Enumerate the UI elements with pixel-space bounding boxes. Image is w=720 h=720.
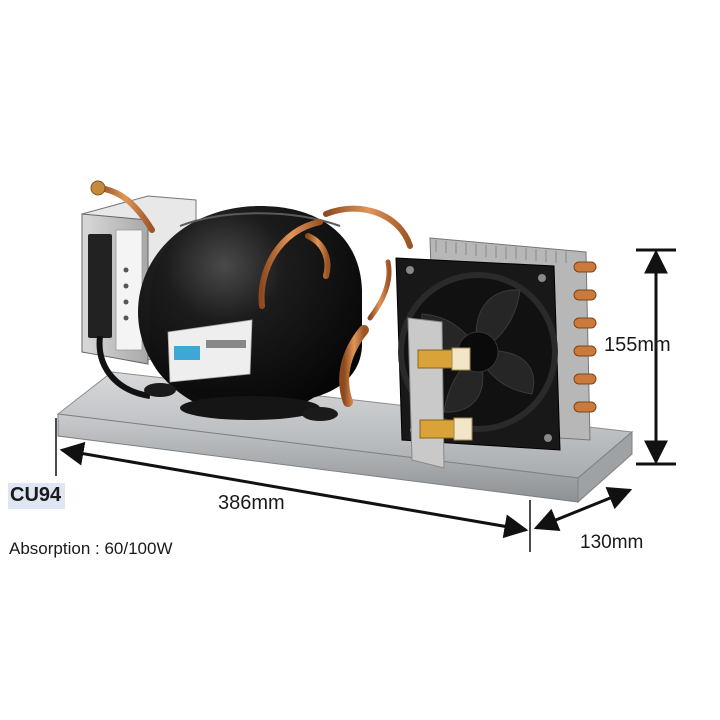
- length-dimension-label: 386mm: [218, 492, 285, 514]
- dimension-arrow-length-icon: [59, 441, 529, 539]
- absorption-spec-label: Absorption : 60/100W: [9, 539, 173, 558]
- compressor-unit-icon: [138, 206, 362, 421]
- fitting-top: [90, 180, 106, 196]
- valve-bracket: [407, 317, 473, 469]
- depth-dimension-label: 130mm: [580, 532, 644, 553]
- dimension-arrow-depth-icon: [533, 486, 633, 532]
- height-dimension-label: 155mm: [604, 334, 671, 356]
- dimension-arrows: [59, 248, 676, 539]
- model-name-label: CU94: [8, 483, 66, 509]
- electronic-control-box-icon: [81, 195, 197, 399]
- lower-blank-area: [0, 558, 720, 720]
